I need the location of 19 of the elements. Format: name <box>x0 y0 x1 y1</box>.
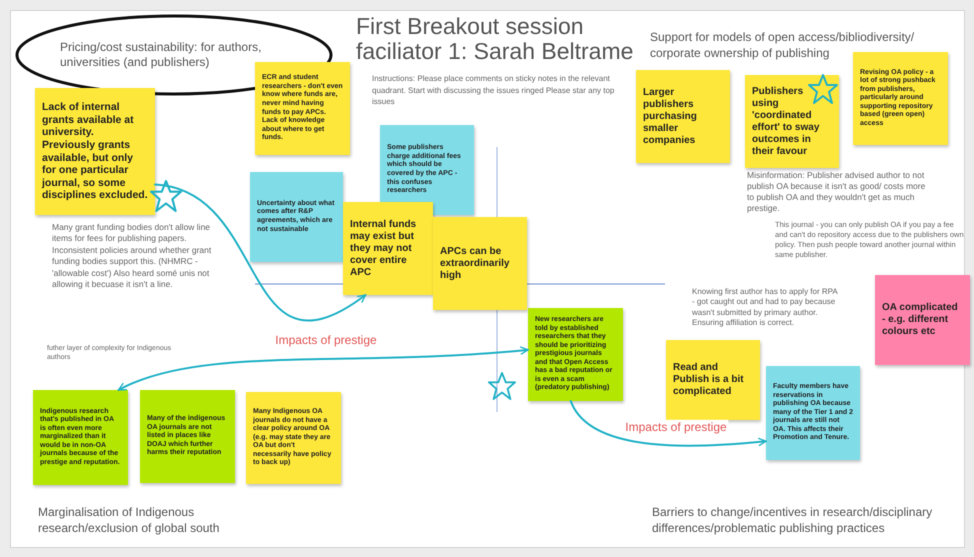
sticky-note: Lack of internal grants available at university. Previously grants available, but only for one particular journal, so some disciplines excluded. <box>35 88 155 215</box>
note-text: Barriers to change/incentives in research/disciplinary differences/problematic publishing practices <box>652 505 934 536</box>
sticky-note: Publishers using 'coordinated effort' to sway outcomes in their favour <box>745 75 839 168</box>
sticky-note: OA complicated - e.g. different colours etc <box>875 275 970 365</box>
note-text: Many grant funding bodies don't allow line items for fees for publishing papers. Inconsistent policies around whether grant funding bodies support this. (NHMRC - 'allowable cost') Also heard somé unis not allowing it becuase it isn't a line. <box>52 222 212 291</box>
arrow <box>570 400 767 447</box>
note-text: Instructions: Please place comments on sticky notes in the relevant quadrant. Start with discussing the issues ringed Please star any top issues <box>372 73 616 108</box>
arrow <box>118 346 529 391</box>
note-text: Knowing first author has to apply for RPA - got caught out and had to pay because wasn't submitted by primary author. Ensuring affiliation is correct. <box>692 287 839 329</box>
arrow <box>154 184 366 322</box>
edge-label: Impacts of prestige <box>273 332 379 348</box>
edge-label: Impacts of prestige <box>623 420 729 434</box>
sticky-note: APCs can be extraordinarily high <box>433 217 527 310</box>
title: First Breakout session faciliator 1: Sarah Beltrame <box>356 14 634 65</box>
sticky-note: Internal funds may exist but they may not cover entire APC <box>343 202 433 295</box>
sticky-note: Read and Publish is a bit complicated <box>666 340 760 420</box>
note-text: Misinformation: Publisher advised author to not publish OA because it isn't as good/ costs more to publish OA and they wouldn't get as much prestige. <box>747 170 926 214</box>
sticky-note: Larger publishers purchasing smaller companies <box>636 70 730 163</box>
note-text: Marginalisation of Indigenous research/exclusion of global south <box>38 505 220 536</box>
